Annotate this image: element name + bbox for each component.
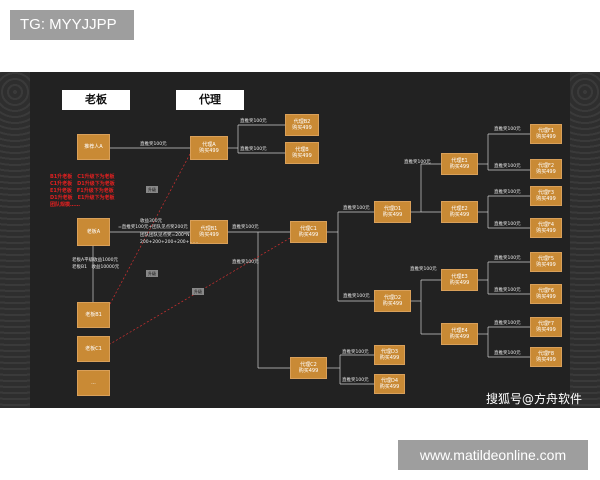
slide-border-right [570, 72, 600, 408]
edge-label: 直推奖100元 [343, 294, 370, 299]
boss-income-note-2: 老板B1 收益10000元 [72, 265, 120, 270]
income-label: 收益300元 [140, 219, 163, 224]
node-recommender-a: 推荐人A [77, 134, 110, 160]
node-boss-a: 老板A [77, 218, 110, 246]
edge-label: 直推奖100元 [140, 142, 167, 147]
edge-label: 直推奖100元 [494, 256, 521, 261]
url-badge: www.matildeonline.com [398, 440, 588, 470]
edge-label: 直推奖100元 [494, 288, 521, 293]
edge-label: 直推奖100元 [342, 378, 369, 383]
edge-label: 直推奖100元 [342, 350, 369, 355]
income-formula: =直推奖100元+团队见点奖200元 [118, 225, 188, 230]
tg-badge: TG: MYYJJPP [10, 10, 134, 40]
watermark: 搜狐号@方舟软件 [485, 392, 582, 406]
team-formula: 团队团队见点奖=200*N [140, 233, 190, 238]
upgrade-tag: 升级 [192, 288, 204, 295]
edge-label: 直推奖100元 [232, 225, 259, 230]
edge-label: 直推奖100元 [404, 160, 431, 165]
slide-border-left [0, 72, 30, 408]
node-boss-more: ... [77, 370, 110, 396]
upgrade-tag: 升级 [146, 186, 158, 193]
edge-label: 直推奖100元 [494, 222, 521, 227]
edge-label: 直推奖100元 [494, 190, 521, 195]
edge-label: 直推奖100元 [240, 119, 267, 124]
edge-label: 直推奖100元 [343, 206, 370, 211]
edge-label: 直推奖100元 [494, 351, 521, 356]
header-agent: 代理 [176, 90, 244, 110]
upgrade-tag: 升级 [146, 270, 158, 277]
edge-label: 直推奖100元 [232, 260, 259, 265]
boss-income-note: 老板A平级收益1000元 [72, 258, 119, 263]
edge-label: 直推奖100元 [410, 267, 437, 272]
edge-label: 直推奖100元 [240, 147, 267, 152]
node-boss-c1: 老板C1 [77, 336, 110, 362]
edge-label: 直推奖100元 [494, 164, 521, 169]
header-boss: 老板 [62, 90, 130, 110]
node-boss-b1: 老板B1 [77, 302, 110, 328]
edge-label: 直推奖100元 [494, 321, 521, 326]
edge-label: 直推奖100元 [494, 127, 521, 132]
upgrade-note: B1升老板 C1升级下为老板 C1升老板 D1升级下为老板 E1升老板 F1升级… [50, 174, 115, 208]
team-formula-sum: 200+200+200+200+…… [140, 240, 199, 245]
